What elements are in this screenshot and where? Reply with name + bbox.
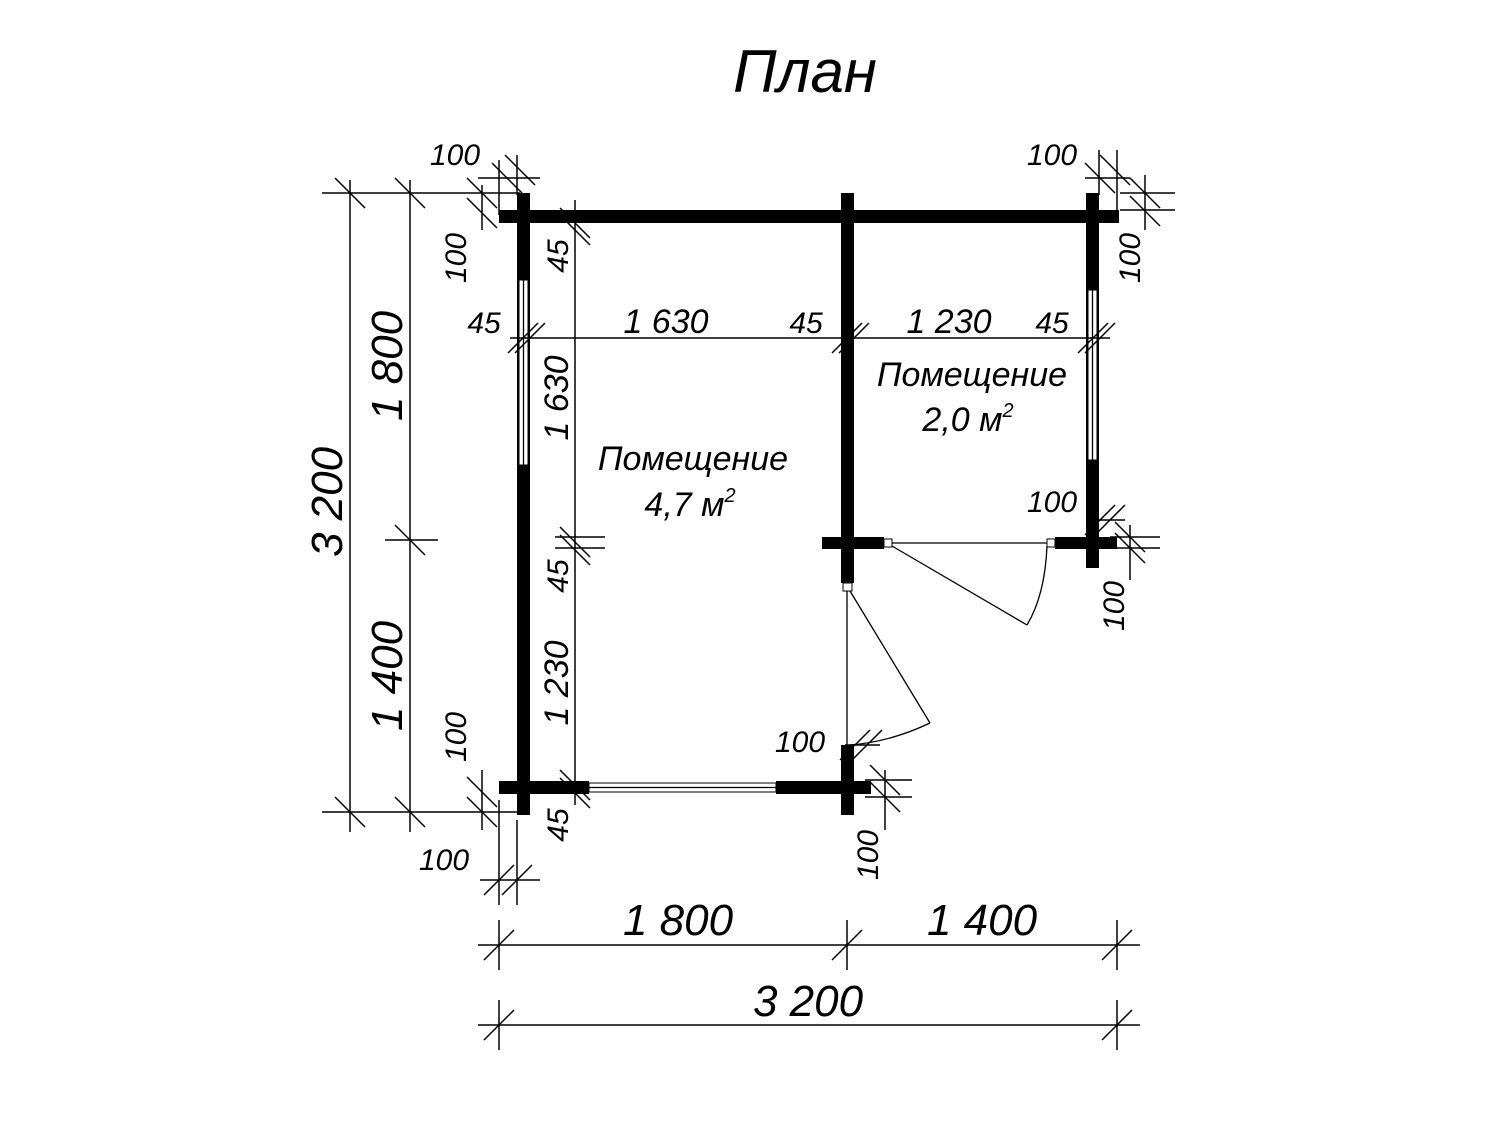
dim-bottom-total: 3 200 [753, 977, 864, 1026]
dim-top-left-100: 100 [430, 139, 480, 172]
dim-outer-h-1400: 1 400 [363, 620, 412, 731]
windows [518, 279, 1098, 793]
dim-top-right-100: 100 [1027, 139, 1077, 172]
door-leaf-upper [891, 545, 1028, 626]
dim-room2-width: 1 230 [906, 303, 991, 341]
dim-right-45: 45 [1035, 307, 1069, 340]
dim-left-45: 45 [467, 307, 501, 340]
room-labels: Помещение 4,7 м2 Помещение 2,0 м2 [598, 356, 1067, 524]
wall-middle-bottom [841, 745, 854, 815]
dim-left-top-100: 100 [440, 233, 473, 283]
dim-bottom-left-100: 100 [419, 844, 469, 877]
dim-v-mid-45: 45 [542, 559, 575, 593]
dim-mid-bottom-100: 100 [852, 830, 885, 880]
dim-outer-total-h: 3 200 [303, 446, 352, 557]
dim-mid-door-100: 100 [775, 726, 825, 759]
wall-partition-left [822, 537, 884, 549]
dim-mid-45: 45 [789, 307, 823, 340]
dim-room1-width: 1 630 [623, 303, 708, 341]
dim-outer-h-1800: 1 800 [363, 310, 412, 421]
dim-right-mid-100-top: 100 [1027, 486, 1077, 519]
room-1-area: 4,7 м2 [644, 485, 735, 524]
dim-v-bottom-1230: 1 230 [538, 640, 576, 725]
dimension-lines [322, 150, 1175, 1050]
dim-right-top-100: 100 [1114, 233, 1147, 283]
door-leaf-lower [849, 590, 931, 724]
wall-partition-right [1055, 537, 1117, 549]
dim-right-mid-100-bottom: 100 [1098, 581, 1131, 631]
room-2-area: 2,0 м2 [921, 400, 1013, 439]
door-arc-lower [849, 722, 931, 746]
dim-room1-depth: 1 630 [538, 355, 576, 440]
dimension-labels: 100 100 45 1 630 45 1 230 45 100 100 100… [303, 139, 1147, 1026]
wall-top [499, 210, 1119, 223]
room-1-name: Помещение [598, 440, 788, 478]
dim-bottom-1800: 1 800 [623, 896, 734, 945]
plan-title: План [733, 38, 877, 105]
room-2-name: Помещение [877, 356, 1067, 394]
dim-bottom-1400: 1 400 [927, 896, 1038, 945]
wall-middle [841, 193, 854, 583]
dim-v-bottom-45: 45 [542, 808, 575, 842]
dim-v-top-45: 45 [542, 239, 575, 273]
door-arc-upper [1026, 545, 1048, 626]
dim-left-bottom-100: 100 [440, 712, 473, 762]
doors [842, 538, 1056, 746]
wall-bottom-right [776, 781, 871, 794]
